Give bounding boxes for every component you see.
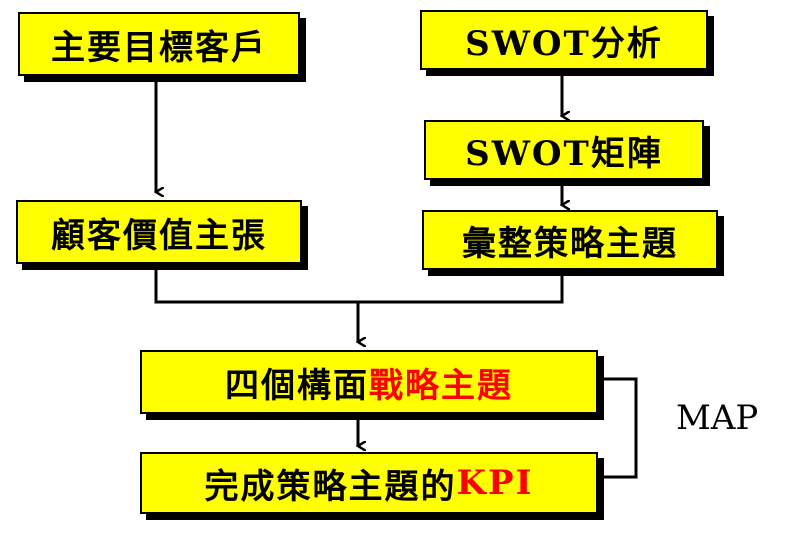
node-target-customers-label: 主要目標客戶: [51, 27, 267, 68]
node-target-customers: 主要目標客戶: [18, 12, 300, 76]
node-four-dimensions-prefix: 四個構面: [225, 365, 369, 406]
node-strategy-themes-compiled-label: 彙整策略主題: [462, 223, 678, 264]
map-bracket: [598, 377, 638, 479]
merge-line: [154, 268, 564, 304]
node-complete-kpi-highlight: KPI: [456, 463, 534, 503]
node-customer-value: 顧客價值主張: [16, 200, 302, 264]
node-complete-kpi-prefix: 完成策略主題的: [204, 466, 457, 507]
node-customer-value-label: 顧客價值主張: [51, 215, 267, 256]
node-swot-analysis: SWOT分析: [420, 10, 708, 70]
node-swot-matrix-label: SWOT矩陣: [465, 133, 663, 174]
node-four-dimensions: 四個構面戰略主題: [140, 350, 598, 414]
node-swot-matrix: SWOT矩陣: [424, 120, 704, 180]
node-four-dimensions-highlight: 戰略主題: [369, 365, 513, 406]
node-strategy-themes-compiled: 彙整策略主題: [422, 210, 718, 270]
map-label: MAP: [676, 398, 759, 438]
node-swot-analysis-label: SWOT分析: [465, 23, 663, 64]
